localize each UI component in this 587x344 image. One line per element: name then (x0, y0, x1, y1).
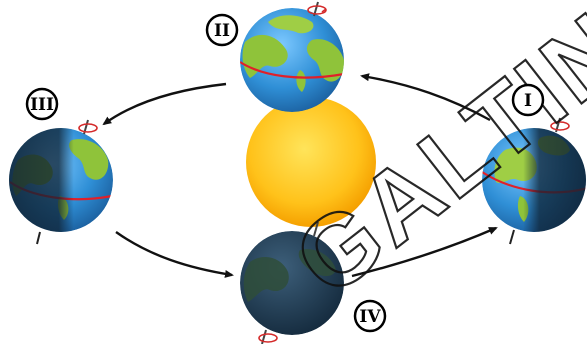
svg-text:I: I (524, 91, 532, 111)
arrow-iii-to-iv (115, 231, 234, 278)
svg-text:III: III (30, 95, 54, 115)
svg-text:II: II (214, 21, 230, 41)
badge-iii: III (25, 87, 59, 121)
earth-position-i (482, 117, 586, 245)
badge-i: I (511, 83, 545, 117)
earth-position-ii (240, 1, 344, 112)
badge-ii: II (205, 13, 239, 47)
svg-text:IV: IV (359, 307, 381, 327)
badge-iv: IV (353, 299, 387, 333)
arrow-iv-to-i (351, 226, 498, 278)
sun (246, 97, 376, 227)
arrow-i-to-ii (360, 73, 491, 122)
earth-position-iii (9, 119, 113, 245)
earth-position-iv (240, 221, 344, 344)
arrow-ii-to-iii (102, 82, 227, 126)
